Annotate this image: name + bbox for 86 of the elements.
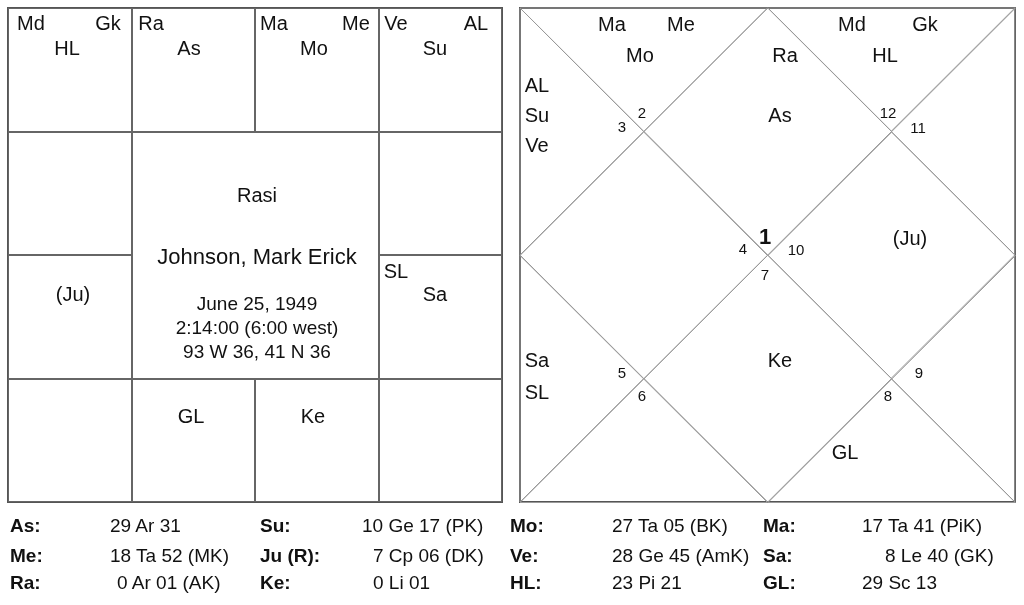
planet-label: Mo — [300, 38, 328, 58]
planet-label: SL — [524, 382, 550, 402]
planet-name: As: — [10, 515, 41, 535]
planet-label: Ma — [260, 13, 288, 33]
house-number: 6 — [637, 387, 647, 403]
chart-cell — [131, 8, 255, 132]
birth-coordinates: 93 W 36, 41 N 36 — [183, 341, 331, 361]
house-number: 9 — [914, 364, 924, 380]
chart-title: Rasi — [237, 185, 277, 205]
planet-label: (Ju) — [55, 284, 91, 304]
planet-label: Ve — [384, 13, 408, 33]
chart-cell — [378, 8, 502, 132]
chart-cell — [255, 8, 379, 132]
birth-date: June 25, 1949 — [196, 293, 318, 313]
planet-label: Me — [342, 13, 370, 33]
planet-label: Sa — [422, 284, 448, 304]
planet-label: Mo — [626, 45, 654, 65]
native-name: Johnson, Mark Erick — [157, 246, 357, 268]
chart-cell — [8, 255, 132, 379]
planet-label: Ke — [300, 406, 326, 426]
house-number: 11 — [910, 119, 926, 135]
chart-cell — [8, 8, 132, 132]
chart-cell — [8, 131, 132, 255]
house-number: 1 — [758, 226, 772, 248]
house-number: 10 — [787, 241, 805, 257]
planet-name: Ke: — [260, 572, 291, 592]
planet-label: As — [768, 105, 792, 125]
planet-position: 10 Ge 17 (PK) — [362, 515, 484, 535]
planet-label: Su — [524, 105, 550, 125]
planet-position: 18 Ta 52 (MK) — [110, 545, 229, 565]
planet-name: Ve: — [510, 545, 539, 565]
planet-label: GL — [831, 442, 859, 462]
planet-name: GL: — [763, 572, 796, 592]
planet-label: GL — [177, 406, 205, 426]
planet-label: Ve — [525, 135, 549, 155]
planet-label: Md — [17, 13, 45, 33]
planet-label: Me — [667, 14, 695, 34]
chart-cell — [378, 131, 502, 255]
birth-time: 2:14:00 (6:00 west) — [175, 317, 339, 337]
planet-label: Md — [838, 14, 866, 34]
planet-position: 27 Ta 05 (BK) — [612, 515, 728, 535]
planet-label: Su — [422, 38, 448, 58]
chart-cell — [131, 131, 379, 379]
planet-position: 23 Pi 21 — [612, 572, 682, 592]
chart-cell — [255, 378, 379, 502]
planet-label: Sa — [524, 350, 550, 370]
house-number: 4 — [738, 240, 748, 256]
chart-cell — [8, 378, 132, 502]
planet-position: 29 Sc 13 — [862, 572, 937, 592]
planet-label: SL — [383, 261, 409, 281]
planet-label: Ra — [138, 13, 164, 33]
planet-name: Ma: — [763, 515, 796, 535]
chart-cell — [378, 255, 502, 379]
planet-label: AL — [524, 75, 550, 95]
planet-position: 28 Ge 45 (AmK) — [612, 545, 750, 565]
house-number: 3 — [617, 118, 627, 134]
planet-label: HL — [54, 38, 80, 58]
planet-name: Ra: — [10, 572, 41, 592]
planet-position: 17 Ta 41 (PiK) — [862, 515, 983, 535]
planet-label: (Ju) — [892, 228, 928, 248]
planet-label: As — [177, 38, 201, 58]
planet-label: Ra — [772, 45, 798, 65]
planet-position: 0 Li 01 — [373, 572, 431, 592]
planet-position: 7 Cp 06 (DK) — [373, 545, 484, 565]
planet-label: Ma — [598, 14, 626, 34]
planet-name: Mo: — [510, 515, 544, 535]
chart-cell — [131, 378, 255, 502]
planet-name: Sa: — [763, 545, 793, 565]
chart-cell — [378, 378, 502, 502]
planet-name: Su: — [260, 515, 291, 535]
planet-name: HL: — [510, 572, 542, 592]
planet-position: 29 Ar 31 — [110, 515, 181, 535]
house-number: 7 — [760, 266, 770, 282]
planet-label: Gk — [912, 14, 938, 34]
planet-name: Me: — [10, 545, 43, 565]
planet-position: 8 Le 40 (GK) — [885, 545, 994, 565]
planet-label: AL — [463, 13, 489, 33]
planet-position: 0 Ar 01 (AK) — [117, 572, 221, 592]
house-number: 2 — [637, 104, 647, 120]
house-number: 5 — [617, 364, 627, 380]
planet-label: Ke — [767, 350, 793, 370]
house-number: 12 — [879, 104, 897, 120]
planet-label: Gk — [95, 13, 121, 33]
planet-name: Ju (R): — [260, 545, 321, 565]
house-number: 8 — [883, 387, 893, 403]
planet-label: HL — [872, 45, 898, 65]
